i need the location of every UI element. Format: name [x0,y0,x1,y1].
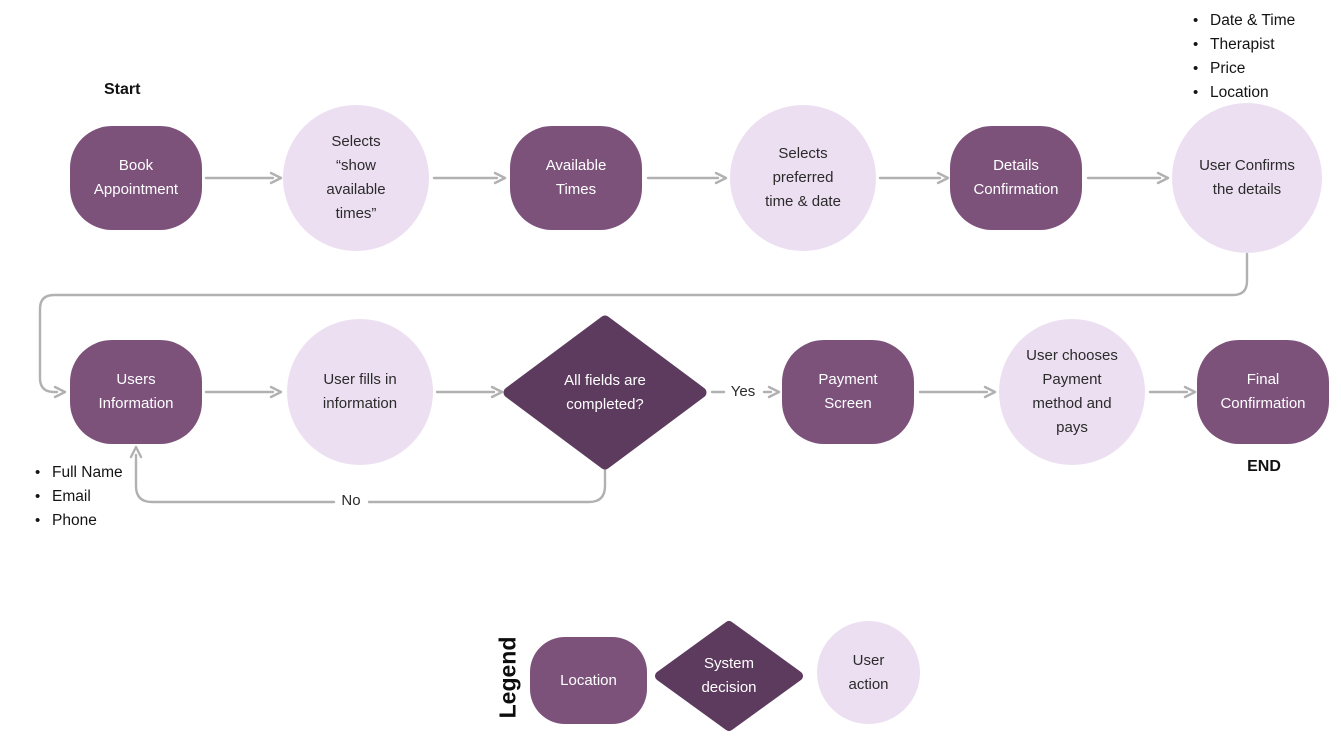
legend-process-swatch: Location [530,637,647,724]
list-item-label: Full Name [52,464,123,481]
node-label: Details Confirmation [973,157,1059,198]
node-label: Final Confirmation [1220,371,1306,412]
node-available-times: Available Times [510,126,642,230]
list-item: Full Name [35,461,123,485]
node-users-information: Users Information [70,340,202,444]
edge-no-segment-left [129,445,336,504]
node-book-appointment: Book Appointment [70,126,202,230]
node-user-chooses-payment: User chooses Payment method and pays [999,319,1145,465]
legend-user-action-label: User action [848,651,889,693]
node-decision-all-fields-completed: All fields are completed? [502,315,708,470]
list-item: Phone [35,509,123,533]
list-item-label: Location [1210,84,1269,101]
diamond-shape [655,621,803,731]
user-info-fields-list: Full Name Email Phone [35,461,123,533]
list-item-label: Phone [52,512,97,529]
legend-title: Legend [494,636,521,719]
node-final-confirmation: Final Confirmation [1197,340,1329,444]
node-user-confirms-details: User Confirms the details [1172,103,1322,253]
node-label: User fills in information [322,371,398,412]
diamond-shape [503,315,707,470]
edge-confirms-to-usersinfo [38,252,1249,399]
legend-decision-swatch: System decision [654,620,804,732]
end-label: END [1247,458,1281,475]
edge-no-segment-right [367,468,607,504]
legend-process-label: Location [560,671,617,689]
yes-edge-label: Yes [730,383,756,400]
confirmation-details-list: Date & Time Therapist Price Location [1193,9,1295,105]
node-payment-screen: Payment Screen [782,340,914,444]
node-label: User chooses Payment method and pays [1026,347,1118,436]
legend-user-action-swatch: User action [817,621,920,724]
node-selects-preferred-time-date: Selects preferred time & date [730,105,876,251]
node-user-fills-information: User fills in information [287,319,433,465]
node-selects-show-available-times: Selects “show available times” [283,105,429,251]
list-item: Email [35,485,123,509]
list-item: Location [1193,81,1295,105]
list-item: Price [1193,57,1295,81]
node-label: Book Appointment [93,157,179,198]
node-label: Payment Screen [818,371,878,412]
start-label: Start [104,81,141,98]
legend-decision-label: System decision [701,655,757,696]
node-label: User Confirms the details [1199,157,1295,198]
no-edge-label: No [341,492,361,509]
node-label: Users Information [98,371,174,412]
list-item-label: Therapist [1210,36,1275,53]
list-item-label: Price [1210,60,1246,77]
list-item: Date & Time [1193,9,1295,33]
node-label: Selects “show available times” [326,133,386,222]
list-item: Therapist [1193,33,1295,57]
list-item-label: Date & Time [1210,12,1296,29]
node-label: All fields are completed? [564,371,646,413]
list-item-label: Email [52,488,91,505]
node-label: Selects preferred time & date [765,145,841,210]
node-label: Available Times [545,157,607,198]
node-details-confirmation: Details Confirmation [950,126,1082,230]
